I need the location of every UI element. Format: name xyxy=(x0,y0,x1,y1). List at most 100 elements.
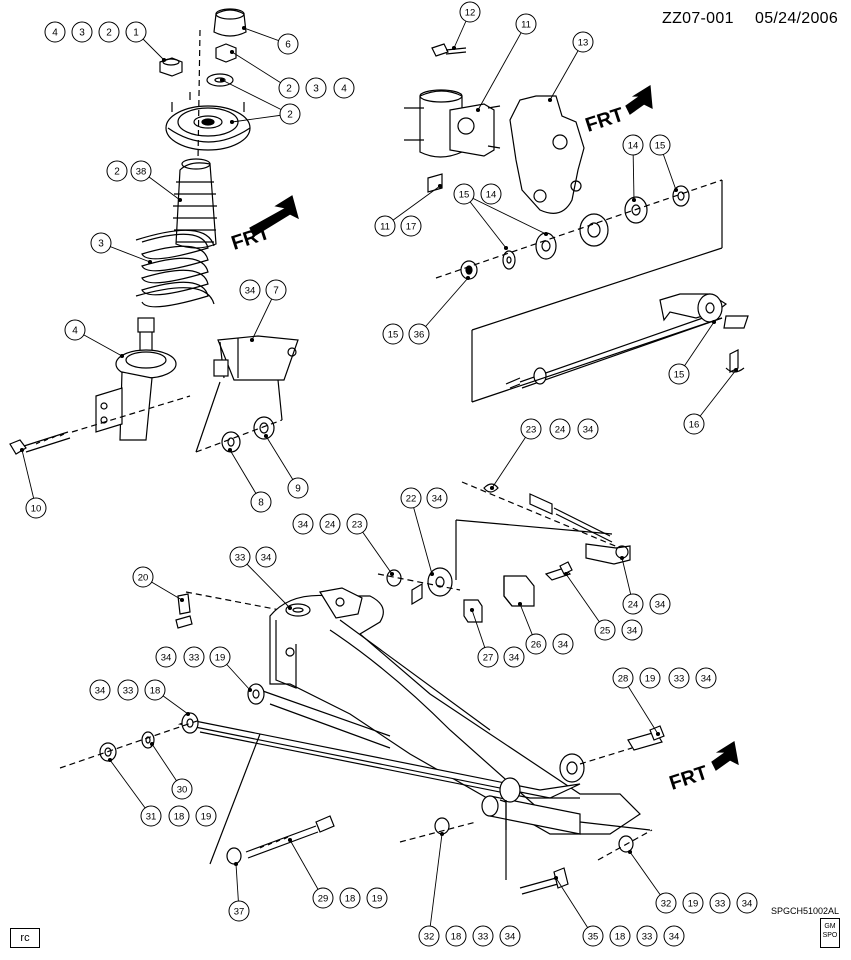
crossmember-bolt xyxy=(175,591,281,629)
callout-c16: 8 xyxy=(250,491,272,513)
callout-c12: 3 xyxy=(90,232,112,254)
callout-circle xyxy=(171,778,193,800)
callout-c11: 38 xyxy=(130,160,152,182)
leader-arrowhead xyxy=(673,187,679,193)
callout-number: 15 xyxy=(674,370,685,381)
gm-spo-logo: GM SPO xyxy=(820,918,840,948)
callout-number: 23 xyxy=(526,425,537,436)
stabilizer-link xyxy=(461,481,631,565)
callout-circle xyxy=(229,546,251,568)
leader-arrowhead xyxy=(161,57,167,63)
callout-circle xyxy=(472,925,494,947)
leader-arrowhead xyxy=(627,849,633,855)
callout-c65: 37 xyxy=(228,900,250,922)
callout-circle xyxy=(183,646,205,668)
callout-circle xyxy=(279,103,301,125)
callout-number: 3 xyxy=(98,239,104,250)
leader-line xyxy=(239,556,291,609)
leader-arrowhead xyxy=(263,433,269,439)
leader-arrowhead xyxy=(119,353,125,359)
callout-c42: 20 xyxy=(132,566,154,588)
strut-cap xyxy=(213,8,247,37)
callout-circle xyxy=(168,805,190,827)
leader-arrowhead xyxy=(229,119,235,125)
callout-c63: 18 xyxy=(168,805,190,827)
callout-c9: 2 xyxy=(279,103,301,125)
callout-circle xyxy=(609,925,631,947)
leader-arrowhead xyxy=(563,571,569,577)
stabilizer-bushings xyxy=(377,567,461,606)
callout-circle xyxy=(106,160,128,182)
callout-number: 15 xyxy=(655,141,666,152)
logo-top: GM xyxy=(824,923,836,930)
callout-number: 34 xyxy=(742,899,753,910)
stabilizer-clamp xyxy=(503,575,535,607)
callout-circle xyxy=(709,892,731,914)
figure-code: SPGCH51002AL xyxy=(771,906,840,916)
callout-number: 1 xyxy=(133,28,139,39)
callout-number: 4 xyxy=(341,84,347,95)
callout-circle xyxy=(339,887,361,909)
callout-number: 34 xyxy=(505,932,516,943)
callout-number: 12 xyxy=(465,8,476,19)
lower-bolt xyxy=(505,800,651,895)
callout-circle xyxy=(683,413,705,435)
long-bolt xyxy=(209,733,335,865)
callout-c30: 15 xyxy=(668,363,690,385)
callout-number: 30 xyxy=(177,785,188,796)
callout-number: 18 xyxy=(451,932,462,943)
callout-circle xyxy=(636,925,658,947)
leader-arrowhead xyxy=(149,741,155,747)
callout-number: 20 xyxy=(138,573,149,584)
diagram-code-number: ZZ07-001 xyxy=(662,10,734,27)
callout-number: 34 xyxy=(245,286,256,297)
callout-c48: 34 xyxy=(552,633,574,655)
callout-number: 29 xyxy=(318,894,329,905)
callout-c64: 19 xyxy=(195,805,217,827)
callout-c51: 34 xyxy=(155,646,177,668)
leader-arrowhead xyxy=(249,337,255,343)
callout-circle xyxy=(649,593,671,615)
callout-c50: 34 xyxy=(503,646,525,668)
track-bar-bolt-front xyxy=(579,725,665,765)
callout-circle xyxy=(682,892,704,914)
callout-circle xyxy=(577,418,599,440)
axle-front-arrow xyxy=(711,741,739,771)
callout-c70: 18 xyxy=(445,925,467,947)
callout-circle xyxy=(612,667,634,689)
leader-arrowhead xyxy=(655,731,661,737)
leader-arrowhead xyxy=(553,875,559,881)
strut-dust-boot xyxy=(173,158,217,249)
callout-c73: 35 xyxy=(582,925,604,947)
callout-circle xyxy=(319,513,341,535)
callout-number: 33 xyxy=(715,899,726,910)
callout-circle xyxy=(572,31,594,53)
callout-circle xyxy=(695,667,717,689)
callout-circle xyxy=(374,215,396,237)
knuckle xyxy=(509,95,585,214)
callout-number: 37 xyxy=(234,907,245,918)
callout-circle xyxy=(594,619,616,641)
callout-number: 15 xyxy=(459,190,470,201)
hub-bolt xyxy=(431,43,467,57)
callout-c77: 32 xyxy=(655,892,677,914)
callout-c57: 34 xyxy=(695,667,717,689)
strut-body xyxy=(95,371,153,441)
leader-line xyxy=(231,51,290,89)
coil-spring xyxy=(135,229,215,308)
callout-circle xyxy=(239,279,261,301)
callout-circle xyxy=(621,619,643,641)
callout-number: 2 xyxy=(106,28,112,39)
callout-number: 32 xyxy=(661,899,672,910)
callout-number: 2 xyxy=(286,84,292,95)
diagram-code: ZZ07-001 xyxy=(662,10,734,28)
callout-number: 34 xyxy=(298,520,309,531)
callout-circle xyxy=(639,667,661,689)
strut-upper-nut xyxy=(215,43,237,63)
leader-line xyxy=(463,193,547,235)
leader-arrowhead xyxy=(475,107,481,113)
callout-number: 36 xyxy=(414,330,425,341)
callout-circle xyxy=(382,323,404,345)
front-label-strut: FRT xyxy=(229,222,273,255)
callout-c71: 33 xyxy=(472,925,494,947)
